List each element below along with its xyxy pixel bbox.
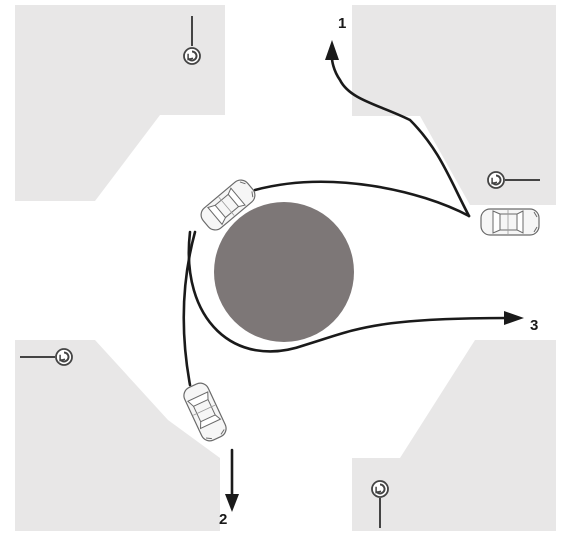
car-icon [181, 380, 229, 444]
car-icon [481, 209, 539, 235]
route-label-1: 1 [338, 15, 346, 32]
arrow-head-icon [325, 40, 339, 60]
route-label-3: 3 [530, 317, 538, 334]
sidewalk-bottom-left [15, 340, 220, 531]
central-island [214, 202, 354, 342]
arrow-head-icon [225, 494, 239, 512]
sidewalk-top-right [352, 5, 556, 205]
arrow-head-icon [504, 311, 524, 325]
route-label-2: 2 [219, 511, 227, 528]
sidewalk-top-left [15, 5, 225, 201]
sidewalk-bottom-right [352, 340, 556, 531]
